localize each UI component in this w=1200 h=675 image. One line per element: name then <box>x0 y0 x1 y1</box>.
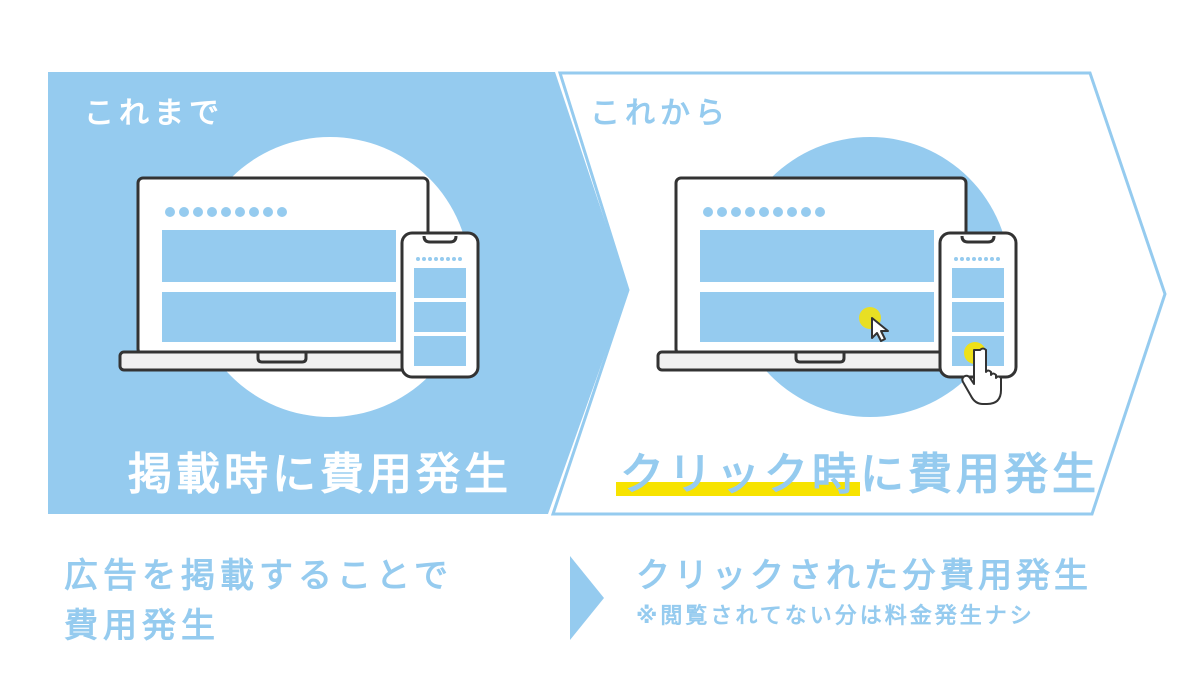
laptop-icon <box>656 176 1000 372</box>
after-note: ※閲覧されてない分は料金発生ナシ <box>636 604 1035 629</box>
screen-block <box>162 292 396 342</box>
before-caption-line2: 費用発生 <box>64 606 220 646</box>
screen-block <box>700 292 934 342</box>
before-label: これまで <box>84 96 224 131</box>
after-title: クリック時に費用発生 <box>620 449 1100 500</box>
title-highlight <box>616 482 860 496</box>
after-panel <box>550 71 1167 516</box>
screen-dots <box>165 207 287 217</box>
tap-hand-icon <box>961 342 1002 405</box>
mouse-cursor-icon <box>859 307 889 342</box>
smartphone-icon <box>400 231 480 379</box>
before-title: 掲載時に費用発生 <box>128 449 512 500</box>
laptop-icon <box>118 176 462 372</box>
arrow-right-icon <box>570 556 604 640</box>
after-caption: クリックされた分費用発生 <box>636 556 1092 596</box>
smartphone-icon <box>938 231 1018 379</box>
screen-block <box>700 230 934 282</box>
before-panel <box>48 72 628 514</box>
before-caption-line1: 広告を掲載することで <box>64 556 453 596</box>
screen-dots <box>703 207 825 217</box>
screen-block <box>162 230 396 282</box>
after-label: これから <box>590 96 730 131</box>
